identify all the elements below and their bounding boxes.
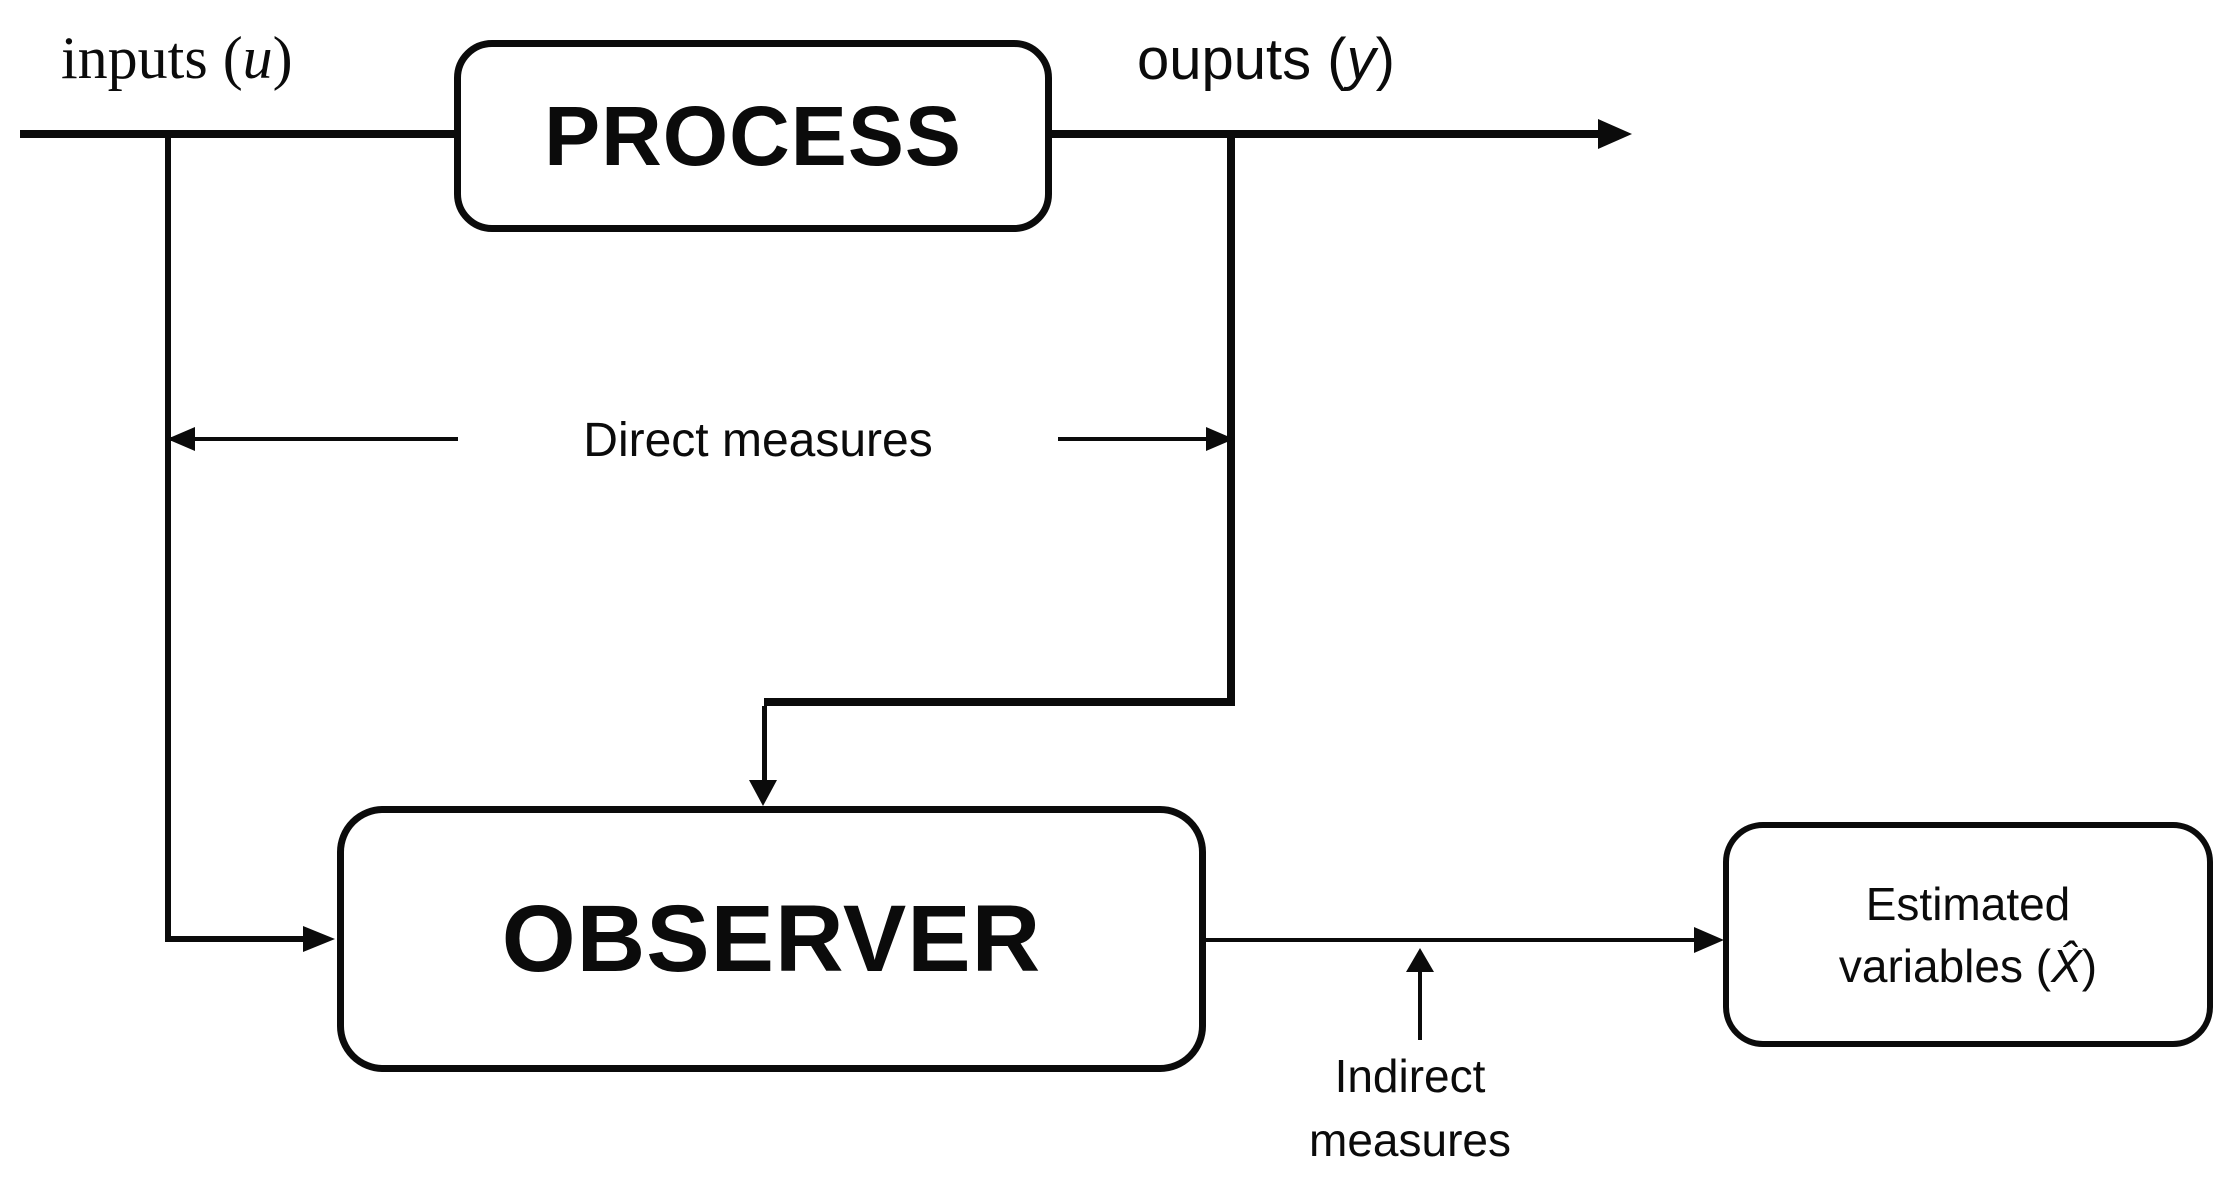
indirect-measures-arrowhead-icon bbox=[1406, 948, 1434, 972]
estimated-variables-text: variables ( bbox=[1838, 939, 2052, 992]
inputs-label: inputs (u) bbox=[61, 24, 293, 93]
direct-measures-right-arrowhead-icon bbox=[1206, 427, 1234, 451]
outputs-label: ouputs (y) bbox=[1137, 26, 1395, 93]
output-arrowhead-icon bbox=[1598, 119, 1632, 149]
output-branch-vertical-line bbox=[1227, 134, 1235, 706]
input-branch-vertical-line bbox=[165, 134, 171, 940]
feedback-drop-line bbox=[762, 706, 767, 782]
indirect-measures-line1: Indirect bbox=[1334, 1050, 1486, 1102]
outputs-variable: y bbox=[1346, 27, 1376, 92]
process-block: PROCESS bbox=[454, 40, 1052, 232]
estimated-variables-block: Estimated variables (X̂) bbox=[1723, 822, 2213, 1047]
direct-measures-label: Direct measures bbox=[458, 398, 1058, 482]
input-branch-horizontal-line bbox=[165, 936, 305, 942]
process-block-label: PROCESS bbox=[544, 88, 962, 183]
indirect-measures-line bbox=[1418, 962, 1422, 1040]
estimated-variables-close: ) bbox=[2081, 939, 2098, 992]
estimated-variables-line1: Estimated bbox=[1865, 877, 2071, 930]
outputs-label-text: ouputs ( bbox=[1137, 27, 1347, 92]
feedback-horizontal-line bbox=[764, 698, 1235, 706]
inputs-label-close: ) bbox=[272, 25, 293, 91]
observer-block: OBSERVER bbox=[337, 806, 1206, 1072]
estimated-variables-line2: variables (X̂) bbox=[1839, 935, 2097, 997]
direct-measures-left-arrowhead-icon bbox=[167, 427, 195, 451]
estimated-arrowhead-icon bbox=[1694, 927, 1724, 953]
estimated-variable-xhat: X̂ bbox=[2051, 939, 2082, 992]
inputs-label-text: inputs ( bbox=[61, 25, 243, 91]
observer-input-arrowhead-icon bbox=[303, 926, 335, 952]
indirect-measures-line2: measures bbox=[1309, 1114, 1511, 1166]
inputs-variable: u bbox=[242, 25, 273, 91]
input-line bbox=[20, 130, 454, 138]
output-line bbox=[1052, 130, 1600, 138]
observer-block-label: OBSERVER bbox=[501, 885, 1042, 992]
indirect-measures-label: Indirect measures bbox=[1290, 1044, 1530, 1172]
feedback-arrowhead-icon bbox=[749, 780, 777, 806]
estimated-output-line bbox=[1206, 938, 1700, 942]
outputs-label-close: ) bbox=[1375, 27, 1395, 92]
